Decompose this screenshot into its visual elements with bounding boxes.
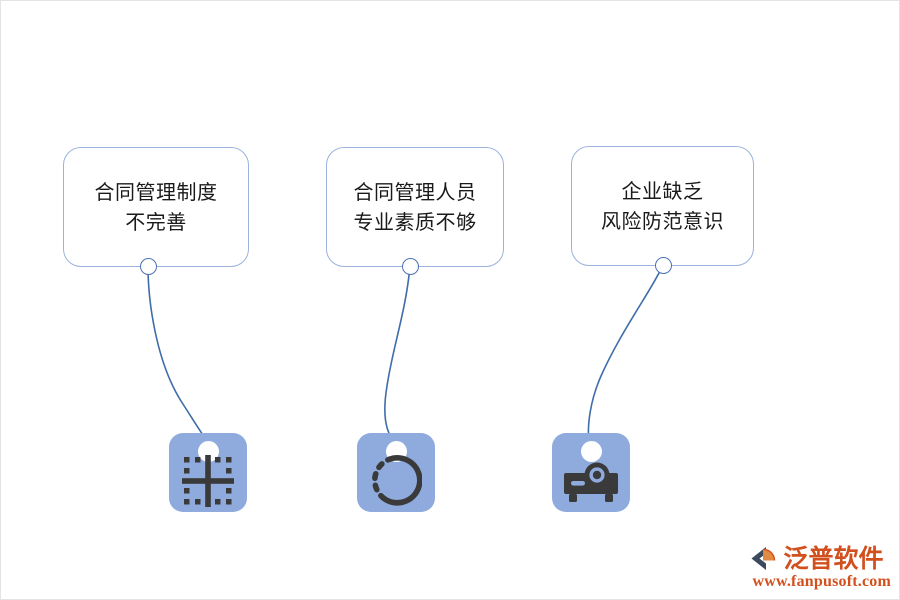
icon-tile-1[interactable] (169, 433, 247, 512)
tile-notch-3 (580, 441, 602, 462)
callout-notch-2 (402, 257, 419, 275)
watermark-brand-text: 泛普软件 (783, 543, 884, 573)
connector-line-1 (147, 265, 209, 443)
projector-icon (564, 462, 618, 502)
callout-text-1: 合同管理制度 不完善 (94, 180, 218, 234)
icon-tile-3[interactable] (552, 433, 630, 512)
watermark-brand-row: 泛普软件 (750, 545, 883, 572)
callout-box-2[interactable]: 合同管理人员 专业素质不够 (326, 147, 504, 275)
callout-notch-3 (655, 256, 672, 274)
callout-text-2: 合同管理人员 专业素质不够 (353, 180, 477, 234)
loading-spinner-icon (372, 454, 422, 506)
connector-line-3 (587, 266, 663, 443)
callout-box-1[interactable]: 合同管理制度 不完善 (63, 147, 249, 275)
callout-notch-1 (140, 257, 157, 275)
callout-box-3[interactable]: 企业缺乏 风险防范意识 (571, 146, 754, 274)
callout-text-3: 企业缺乏 风险防范意识 (601, 179, 724, 233)
connector-line-2 (384, 265, 411, 443)
watermark: 泛普软件 www.fanpusoft.com (750, 545, 891, 591)
icon-tile-2[interactable] (357, 433, 435, 512)
watermark-url-text: www.fanpusoft.com (752, 573, 891, 590)
fanpu-logo-icon (751, 547, 776, 570)
crosshair-grid-icon (182, 454, 234, 507)
tile-notch-1 (197, 441, 219, 462)
